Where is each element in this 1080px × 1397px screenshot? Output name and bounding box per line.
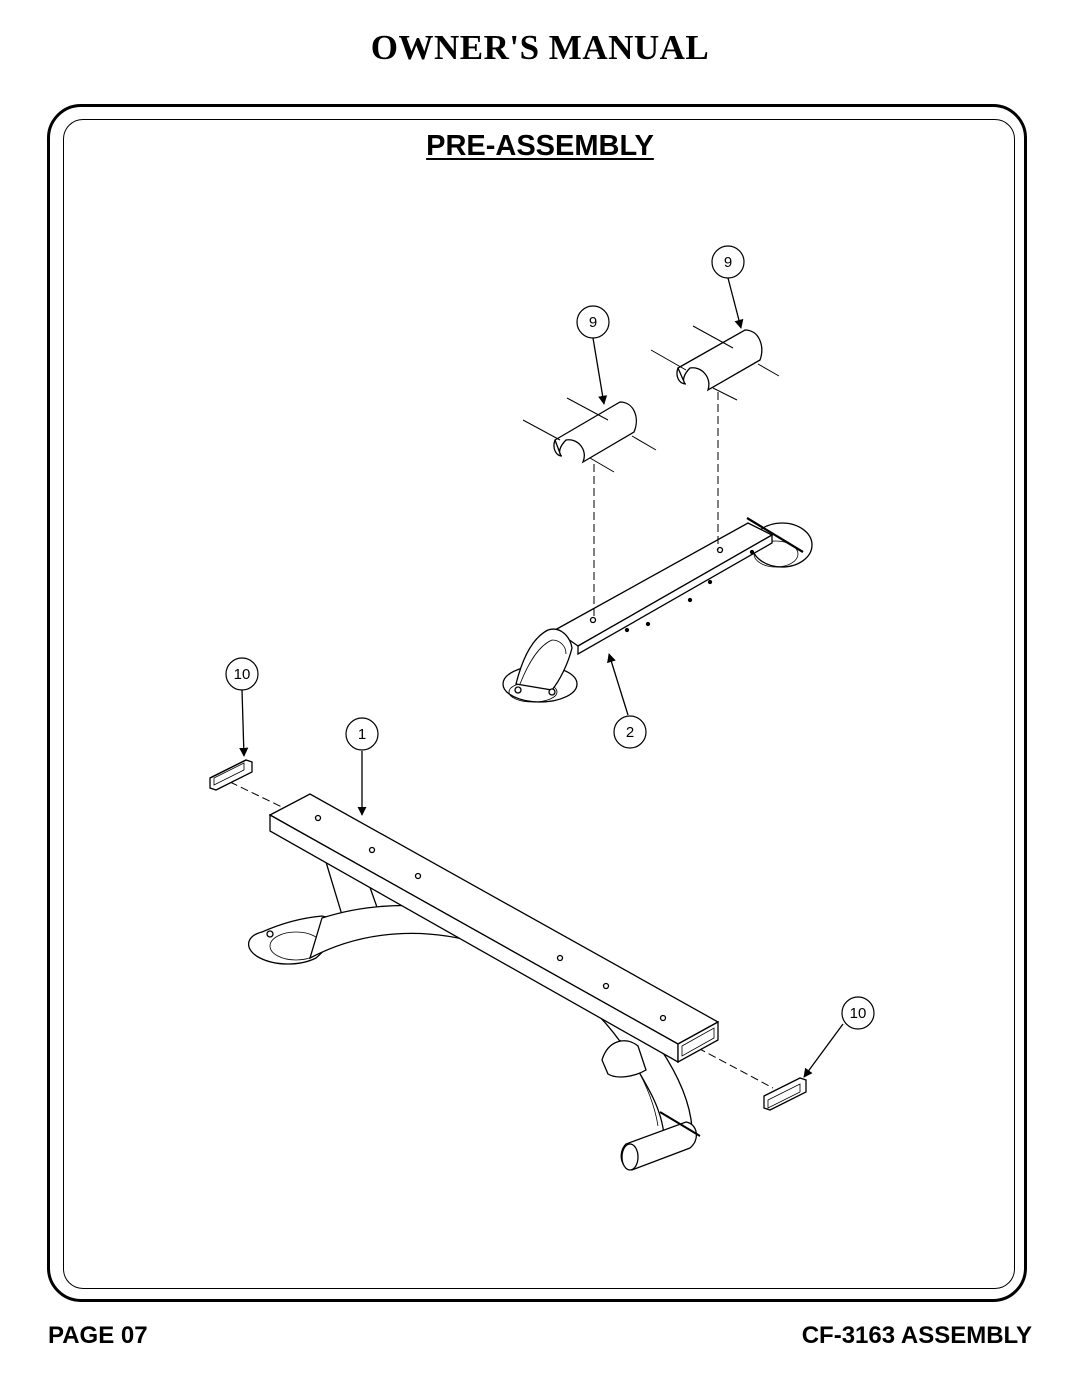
callout-9-left: 9 xyxy=(576,305,610,339)
alignment-lines xyxy=(229,392,774,1089)
svg-text:10: 10 xyxy=(850,1005,867,1022)
svg-text:2: 2 xyxy=(626,724,634,741)
svg-text:9: 9 xyxy=(724,254,732,271)
part-10-endcap-right xyxy=(763,1077,807,1111)
manual-title: OWNER'S MANUAL xyxy=(370,28,710,67)
svg-text:1: 1 xyxy=(358,726,366,743)
callout-9-top: 9 xyxy=(711,245,745,279)
svg-text:9: 9 xyxy=(589,314,597,331)
outer-frame xyxy=(47,104,1027,1302)
callout-10-left: 10 xyxy=(225,657,259,691)
part-10-endcap-left xyxy=(209,759,253,791)
page-number: PAGE 07 xyxy=(48,1322,148,1349)
inner-frame xyxy=(63,119,1015,1289)
section-title: PRE-ASSEMBLY xyxy=(426,130,654,162)
callout-2: 2 xyxy=(613,715,647,749)
svg-text:10: 10 xyxy=(234,666,251,683)
callout-10-right: 10 xyxy=(841,996,875,1030)
model-label: CF-3163 ASSEMBLY xyxy=(801,1322,1032,1349)
part-2-upper-support xyxy=(502,517,813,703)
callout-1: 1 xyxy=(345,717,379,751)
part-1-main-frame xyxy=(247,793,720,1171)
leader-arrows xyxy=(239,277,844,1078)
part-9-pad-left xyxy=(522,397,657,473)
part-9-pad-right xyxy=(650,325,780,401)
